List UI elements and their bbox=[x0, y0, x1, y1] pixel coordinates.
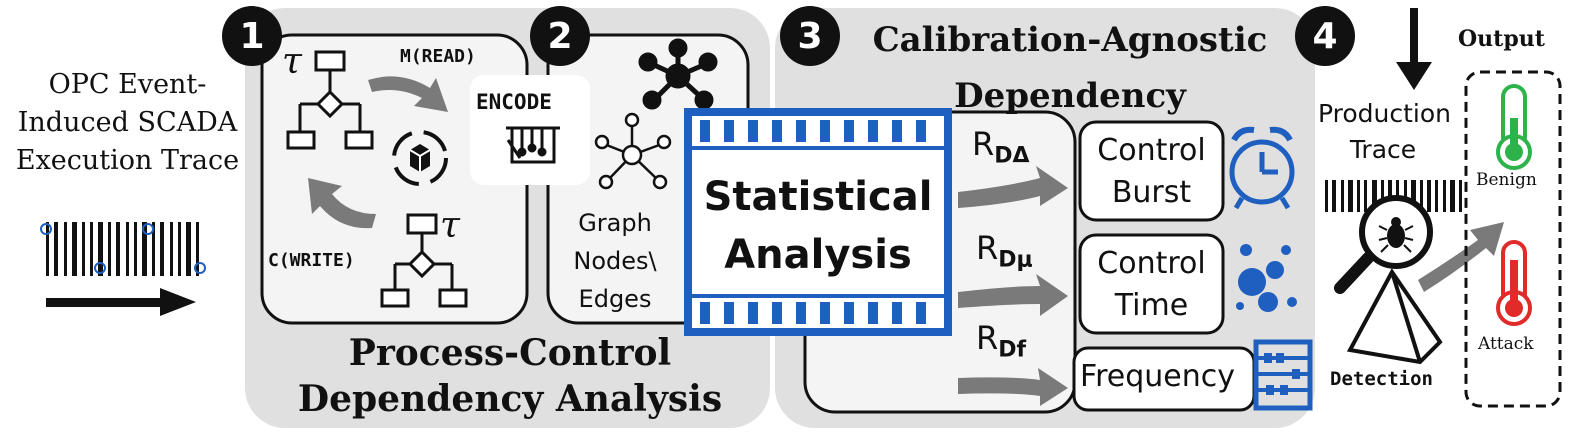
trace-event-markers bbox=[40, 223, 206, 274]
cycle-box-icon bbox=[392, 130, 448, 186]
attack-label: Attack bbox=[1478, 334, 1534, 354]
panel1-title-line2: Dependency Analysis bbox=[297, 378, 723, 420]
input-title-line2: Induced SCADA bbox=[17, 107, 238, 138]
panel3-title-line2: Dependency bbox=[954, 76, 1186, 116]
overlay-line1: Statistical bbox=[703, 174, 933, 220]
tau-symbol-top: τ bbox=[282, 41, 302, 82]
pyramid-icon bbox=[1346, 268, 1443, 365]
encode-label: ENCODE bbox=[476, 90, 552, 114]
input-arrow bbox=[46, 288, 196, 316]
output-box bbox=[1464, 70, 1562, 408]
write-label: C(WRITE) bbox=[268, 250, 355, 271]
panel1-title: Process-Control Dependency Analysis bbox=[255, 330, 765, 422]
production-input-arrow bbox=[1396, 8, 1432, 90]
benign-label: Benign bbox=[1476, 170, 1537, 190]
graph-outline-icon bbox=[594, 112, 672, 190]
control-time-label: Control Time bbox=[1080, 243, 1223, 327]
encode-box bbox=[470, 75, 590, 185]
control-burst-label: Control Burst bbox=[1080, 130, 1223, 214]
flowchart-icon-top bbox=[286, 50, 374, 150]
attack-thermometer-icon bbox=[1496, 240, 1532, 326]
input-trace-barcode bbox=[46, 222, 199, 276]
graph-label-line3: Edges bbox=[578, 285, 652, 313]
input-title-line3: Execution Trace bbox=[15, 145, 240, 176]
control-burst-box bbox=[1078, 120, 1225, 222]
r-mu-label: RDμ bbox=[976, 232, 1033, 271]
read-arrow bbox=[368, 76, 448, 112]
step-badge-3: 3 bbox=[780, 6, 840, 66]
abacus-icon bbox=[1253, 339, 1313, 411]
production-trace-label: Production Trace bbox=[1318, 96, 1452, 168]
flowchart-icon-bottom bbox=[380, 213, 468, 308]
control-burst-line1: Control bbox=[1097, 133, 1206, 168]
statistical-analysis-film bbox=[684, 108, 952, 336]
step-badge-1: 1 bbox=[222, 6, 282, 66]
production-line2: Trace bbox=[1349, 135, 1417, 164]
detection-label: Detection bbox=[1330, 368, 1433, 390]
control-time-line2: Time bbox=[1114, 288, 1189, 323]
graph-hub-icon bbox=[638, 38, 718, 110]
r-f-subscript: Df bbox=[998, 337, 1027, 363]
production-line1: Production bbox=[1318, 99, 1452, 128]
r-f-label: RDf bbox=[976, 322, 1026, 361]
r-mu-subscript: Dμ bbox=[998, 247, 1033, 273]
step-badge-4: 4 bbox=[1295, 6, 1355, 66]
output-label: Output bbox=[1458, 26, 1545, 52]
control-time-line1: Control bbox=[1097, 246, 1206, 281]
control-burst-line2: Burst bbox=[1111, 175, 1192, 210]
panel3-title-line1: Calibration-Agnostic bbox=[872, 20, 1268, 60]
write-arrow bbox=[308, 178, 376, 229]
bug-magnifier-icon bbox=[1334, 195, 1433, 294]
input-title: OPC Event- Induced SCADA Execution Trace bbox=[10, 66, 245, 180]
input-title-line1: OPC Event- bbox=[48, 69, 207, 100]
panel3-title: Calibration-Agnostic Dependency bbox=[850, 12, 1290, 124]
graph-label-line1: Graph bbox=[578, 209, 652, 237]
r-delta-subscript: DΔ bbox=[994, 143, 1030, 169]
r-delta-label: RDΔ bbox=[972, 128, 1030, 167]
encode-icon bbox=[506, 126, 560, 164]
benign-thermometer-icon bbox=[1496, 84, 1532, 170]
r-symbol: R bbox=[972, 125, 995, 163]
step-badge-2: 2 bbox=[530, 6, 590, 66]
r-symbol: R bbox=[976, 229, 999, 267]
frequency-label: Frequency bbox=[1080, 359, 1235, 394]
statistical-analysis-label: Statistical Analysis bbox=[700, 168, 936, 284]
output-arrow bbox=[1418, 222, 1504, 292]
graph-label-line2: Nodes\ bbox=[573, 247, 657, 275]
feature-arrows bbox=[958, 166, 1068, 406]
overlay-line2: Analysis bbox=[724, 232, 912, 278]
r-symbol: R bbox=[976, 319, 999, 357]
tau-symbol-bottom: τ bbox=[440, 205, 460, 246]
read-label: M(READ) bbox=[400, 46, 476, 67]
graph-label: Graph Nodes\ Edges bbox=[560, 204, 670, 318]
panel1-title-line1: Process-Control bbox=[348, 332, 672, 374]
alarm-clock-icon bbox=[1229, 126, 1295, 210]
bubbles-icon bbox=[1236, 244, 1297, 312]
control-time-box bbox=[1078, 233, 1225, 335]
